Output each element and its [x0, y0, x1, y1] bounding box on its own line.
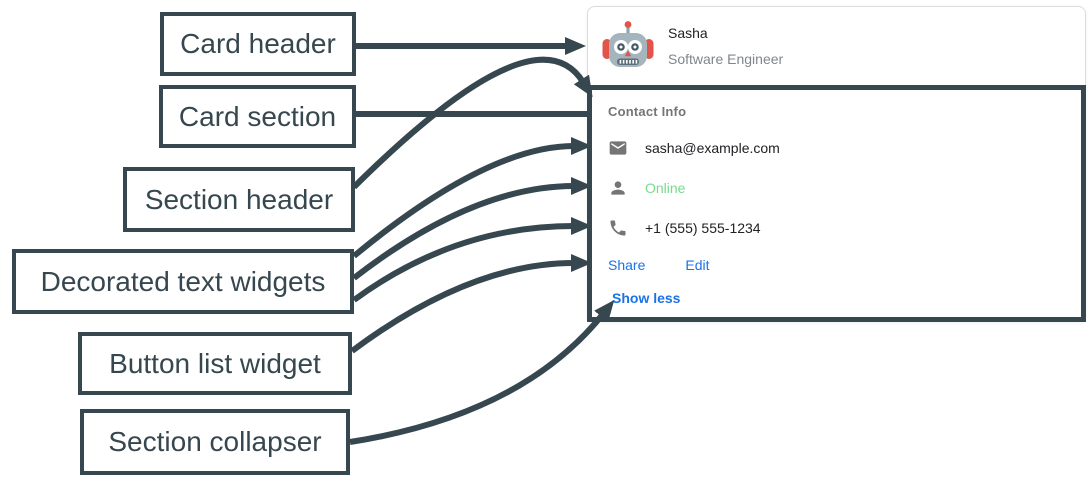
arrow-button-list [350, 254, 592, 354]
label-section-collapser-text: Section collapser [108, 426, 322, 457]
card-subtitle: Software Engineer [668, 51, 784, 67]
label-card-section-text: Card section [178, 100, 337, 132]
label-section-collapser: Section collapser [80, 409, 350, 475]
label-button-list-widget: Button list widget [78, 332, 352, 395]
contact-card: Sasha Software Engineer Contact Info sas… [587, 6, 1086, 322]
card-section: Contact Info sasha@example.com Online +1… [587, 85, 1086, 322]
label-decorated-text-widgets: Decorated text widgets [12, 249, 354, 314]
decorated-text-email-value: sasha@example.com [645, 140, 780, 156]
card-header: Sasha Software Engineer [588, 7, 1085, 85]
decorated-text-phone-value: +1 (555) 555-1234 [645, 220, 761, 236]
section-collapser-row: Show less [612, 288, 1065, 308]
label-decorated-text-widgets-text: Decorated text widgets [40, 265, 326, 297]
label-card-section: Card section [159, 85, 356, 148]
decorated-text-status: Online [608, 178, 1065, 198]
button-list: Share Edit [608, 255, 1065, 275]
arrow-section-header [351, 56, 593, 190]
show-less-button[interactable]: Show less [612, 290, 681, 306]
card-title: Sasha [668, 25, 708, 41]
arrow-decorated-text-phone [352, 217, 592, 303]
person-icon [611, 181, 625, 195]
arrow-decorated-text-online [352, 177, 592, 281]
share-button[interactable]: Share [608, 257, 646, 273]
label-section-header-text: Section header [144, 183, 334, 215]
card-header-text: Sasha Software Engineer [668, 25, 783, 67]
arrow-section-collapser [349, 299, 615, 445]
label-card-header-text: Card header [180, 28, 336, 59]
label-card-header: Card header [160, 12, 356, 76]
label-button-list-widget-text: Button list widget [109, 347, 321, 379]
label-section-header: Section header [123, 167, 355, 232]
phone-icon [610, 220, 626, 236]
edit-button[interactable]: Edit [685, 257, 710, 273]
section-header: Contact Info [608, 104, 687, 119]
decorated-text-phone: +1 (555) 555-1234 [608, 218, 1065, 238]
arrow-decorated-text-email [352, 137, 592, 259]
robot-avatar-icon [602, 21, 654, 67]
mail-icon [609, 141, 627, 155]
decorated-text-status-value: Online [645, 180, 686, 196]
decorated-text-email: sasha@example.com [608, 138, 1065, 158]
